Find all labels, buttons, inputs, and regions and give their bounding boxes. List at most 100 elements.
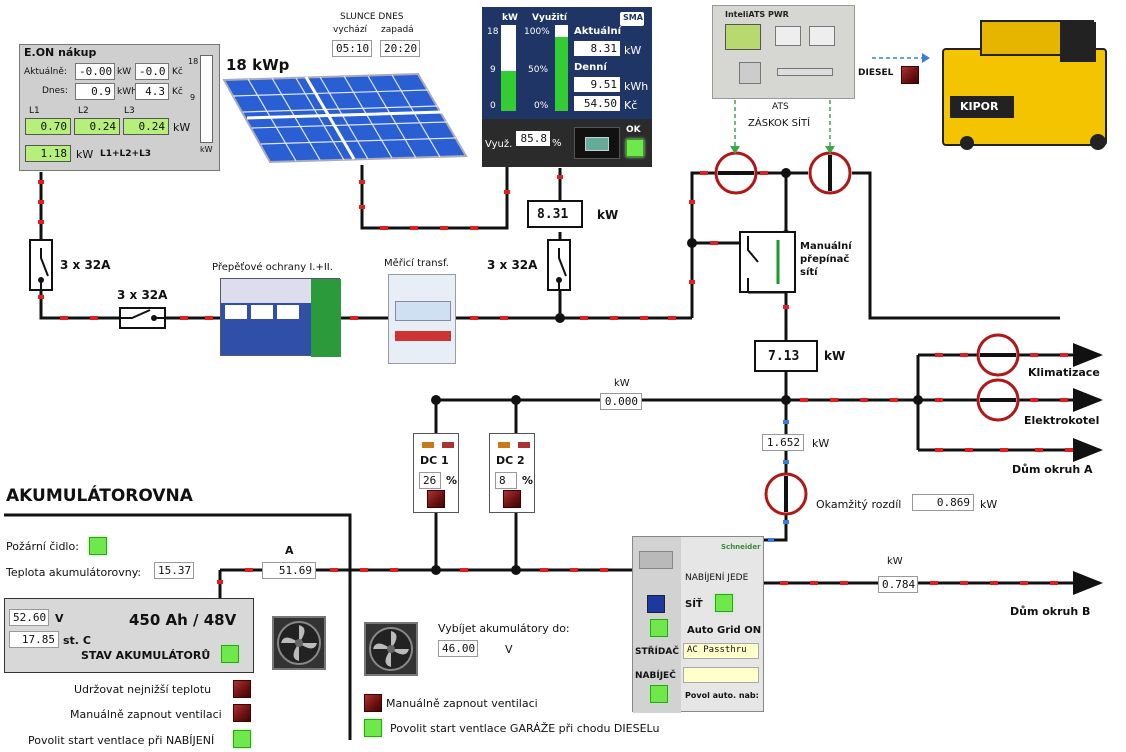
sma-kw-label: kW bbox=[502, 13, 518, 23]
sma-bottom-bar bbox=[482, 119, 652, 167]
garage-diesel-fan-label: Povolit start ventlace GARÁŽE při chodu … bbox=[390, 722, 660, 735]
eon-now-kc: -0.0 bbox=[135, 63, 169, 80]
eon-l1-label: L1 bbox=[29, 106, 40, 116]
manual-switch-line2: přepínač bbox=[800, 254, 850, 265]
allow-charge-fan-toggle[interactable] bbox=[233, 730, 251, 748]
eon-total-value: 1.18 bbox=[25, 145, 71, 162]
main-power-value: 7.13 bbox=[768, 349, 800, 364]
sma-use-value: 85.8 bbox=[516, 131, 550, 146]
inverter-charge-led[interactable] bbox=[650, 685, 668, 703]
sun-rise-value: 05:10 bbox=[332, 40, 372, 57]
battery-voltage-unit: V bbox=[55, 612, 64, 625]
dc2-pct: % bbox=[522, 474, 534, 487]
pv-power-unit: kW bbox=[597, 208, 619, 222]
diesel-generator-icon: KIPOR bbox=[930, 8, 1120, 158]
keep-min-temp-label: Udržovat nejnižší teplotu bbox=[74, 683, 212, 696]
battery-temp-unit: st. C bbox=[63, 634, 91, 647]
sma-inverter-panel: kW Využití SMA 18 9 0 100% 50% 0% Aktuál… bbox=[482, 7, 652, 167]
meter-transf-label: Měřicí transf. bbox=[384, 258, 449, 269]
eon-l2-value: 0.24 bbox=[74, 118, 120, 135]
eon-total-label: L1+L2+L3 bbox=[100, 149, 152, 159]
allow-charge-fan-label: Povolit start ventlace při NABÍJENÍ bbox=[28, 734, 215, 747]
sma-use-label: Využití bbox=[532, 13, 567, 23]
main-power-unit: kW bbox=[824, 349, 846, 363]
dc2-panel: DC 2 8 % bbox=[489, 433, 535, 513]
manual-switch-line3: sítí bbox=[800, 267, 818, 278]
eon-now-label: Aktuálně: bbox=[24, 67, 67, 77]
manual-switch-line1: Manuální bbox=[800, 241, 852, 252]
discharge-value[interactable]: 46.00 bbox=[438, 640, 478, 657]
ats-brand: InteliATS PWR bbox=[725, 10, 789, 19]
eon-bar-max: 18 bbox=[188, 57, 199, 66]
dc2-led bbox=[503, 490, 521, 508]
akum-title: AKUMULÁTOROVNA bbox=[6, 486, 193, 506]
surge-label: Přepěťové ochrany I.+II. bbox=[212, 262, 333, 273]
eon-day-kc: 4.3 bbox=[135, 83, 169, 100]
room-temp-label: Teplota akumulátorovny: bbox=[6, 566, 142, 579]
solar-panel-icon bbox=[222, 72, 468, 164]
sma-now-unit: kW bbox=[624, 44, 642, 57]
garage-fan-icon[interactable] bbox=[364, 622, 418, 676]
pv-power-value: 8.31 bbox=[537, 207, 569, 222]
sma-p100: 100% bbox=[524, 27, 550, 37]
dc1-led bbox=[427, 490, 445, 508]
inverter-blue-led bbox=[647, 595, 665, 613]
meter-transformer-icon bbox=[388, 274, 456, 364]
sma-kw-bar-fill bbox=[501, 71, 516, 111]
ats-subtitle: ZÁSKOK SÍTÍ bbox=[748, 118, 811, 129]
eon-l2-label: L2 bbox=[78, 106, 89, 116]
sma-money-unit: Kč bbox=[624, 99, 638, 112]
eon-day-kwh: 0.9 bbox=[75, 83, 115, 100]
manual-fan-label: Manuálně zapnout ventilaci bbox=[70, 708, 222, 721]
inverter-panel: Schneider NABÍJENÍ JEDE SÍŤ Auto Grid ON… bbox=[632, 536, 764, 713]
eon-panel: E.ON nákup Aktuálně: -0.00 kW -0.0 Kč Dn… bbox=[19, 44, 220, 171]
manual-fan-toggle[interactable] bbox=[233, 704, 251, 722]
garage-manual-fan-toggle[interactable] bbox=[364, 694, 382, 712]
keep-min-temp-toggle[interactable] bbox=[233, 680, 251, 698]
eon-bar-unit: kW bbox=[200, 145, 213, 154]
garage-diesel-fan-toggle[interactable] bbox=[364, 719, 382, 737]
battery-state-led bbox=[221, 645, 239, 663]
eon-now-kc-unit: Kč bbox=[172, 67, 183, 77]
diff-value: 0.869 bbox=[912, 494, 974, 511]
eon-total-unit: kW bbox=[76, 148, 94, 161]
eon-now-kw-unit: kW bbox=[117, 67, 132, 77]
okruh-b-label: Dům okruh B bbox=[1010, 605, 1091, 618]
breaker2-label: 3 x 32A bbox=[117, 288, 168, 302]
eon-now-kw: -0.00 bbox=[75, 63, 115, 80]
okruh-a-label: Dům okruh A bbox=[1012, 463, 1093, 476]
klimatizace-label: Klimatizace bbox=[1028, 366, 1100, 379]
inverter-stridac-label: STŘÍDAČ bbox=[635, 647, 679, 657]
sma-device-icon bbox=[574, 127, 620, 159]
sma-day-label: Denní bbox=[574, 62, 607, 73]
sma-money-value: 54.50 bbox=[574, 96, 620, 111]
sma-kw-mid: 9 bbox=[490, 65, 496, 75]
sun-set-value: 20:20 bbox=[380, 40, 420, 57]
eon-power-bar bbox=[200, 55, 213, 143]
sma-use-short: Využ. bbox=[485, 139, 513, 150]
sma-day-unit: kWh bbox=[624, 80, 649, 93]
battery-capacity: 450 Ah / 48V bbox=[129, 611, 237, 629]
dc-power-value: 0.000 bbox=[600, 393, 642, 410]
battery-voltage: 52.60 bbox=[9, 609, 49, 626]
mid-power-value: 1.652 bbox=[762, 434, 804, 451]
inverter-grid-label: SÍŤ bbox=[685, 599, 703, 610]
inverter-auto-grid-label: Auto Grid ON bbox=[687, 625, 762, 636]
room-temp-value: 15.37 bbox=[154, 562, 194, 579]
eon-l1-value: 0.70 bbox=[25, 118, 71, 135]
solar-title: 18 kWp bbox=[226, 56, 290, 74]
eon-bar-mid: 9 bbox=[190, 93, 196, 102]
fire-sensor-led bbox=[89, 537, 107, 555]
inverter-brand: Schneider bbox=[721, 543, 761, 551]
inverter-stridac-value: AC Passthru bbox=[683, 643, 759, 659]
dc2-label: DC 2 bbox=[496, 454, 525, 467]
ats-title: ATS bbox=[772, 102, 789, 112]
surge-protection-icon bbox=[220, 278, 341, 357]
inverter-charging-label: NABÍJENÍ JEDE bbox=[685, 573, 749, 583]
pv-power-meter: 8.31 bbox=[527, 200, 583, 228]
dc1-value: 26 bbox=[419, 472, 441, 489]
inverter-auto-grid-led[interactable] bbox=[650, 619, 668, 637]
fire-sensor-label: Požární čidlo: bbox=[6, 540, 79, 553]
battery-fan-icon[interactable] bbox=[272, 616, 326, 670]
